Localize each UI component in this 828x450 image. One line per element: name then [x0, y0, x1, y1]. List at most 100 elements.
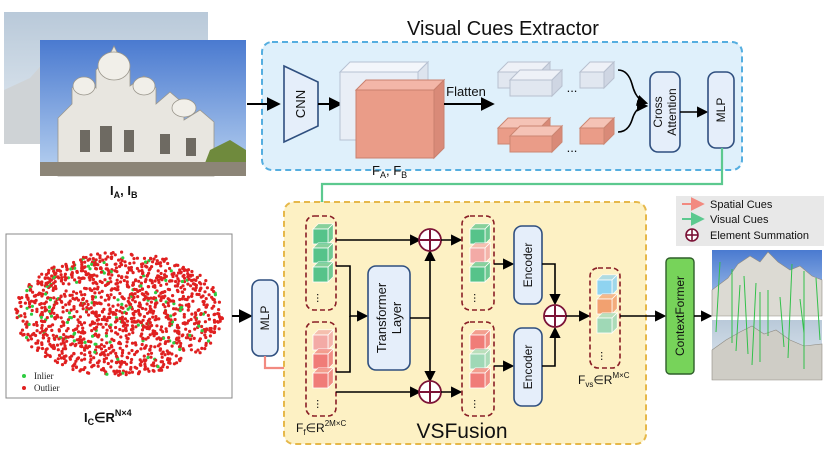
outlier-point	[91, 297, 95, 301]
inlier-point	[172, 341, 176, 345]
match-line	[787, 263, 793, 359]
outlier-point	[164, 315, 168, 319]
outlier-point	[113, 312, 117, 316]
outlier-point	[118, 346, 122, 350]
outlier-point	[40, 306, 44, 310]
outlier-point	[93, 321, 97, 325]
outlier-point	[201, 300, 205, 304]
outlier-point	[127, 371, 131, 375]
outlier-point	[155, 324, 159, 328]
outlier-point	[48, 354, 52, 359]
outlier-point	[89, 358, 93, 362]
inlier-point	[188, 333, 192, 337]
outlier-point	[95, 301, 99, 305]
outlier-point	[125, 344, 129, 348]
outlier-point	[113, 253, 117, 257]
outlier-point	[148, 321, 152, 325]
mlp-top-label: MLP	[714, 98, 728, 123]
outlier-point	[133, 352, 137, 357]
outlier-point	[139, 275, 143, 279]
outlier-point	[171, 294, 175, 298]
outlier-point	[149, 351, 154, 355]
outlier-point	[47, 268, 51, 272]
image-label-main-2: I	[127, 183, 131, 198]
outlier-point	[103, 278, 107, 282]
outlier-point	[52, 265, 56, 269]
outlier-point	[53, 280, 57, 284]
outlier-point	[120, 276, 124, 280]
outlier-point	[50, 274, 54, 278]
outlier-marker	[22, 386, 26, 390]
outlier-point	[203, 290, 207, 294]
red-ellipsis: ...	[567, 140, 578, 155]
outlier-point	[114, 308, 119, 312]
outlier-point	[125, 275, 129, 279]
outlier-point	[88, 360, 92, 364]
outlier-point	[140, 265, 144, 269]
outlier-point	[75, 310, 79, 314]
outlier-point	[53, 316, 58, 320]
outlier-point	[80, 263, 84, 267]
outlier-point	[86, 302, 90, 307]
outlier-point	[123, 260, 127, 264]
fvs-cube-3	[596, 311, 619, 334]
token-red-2	[508, 124, 564, 154]
outlier-point	[182, 268, 186, 273]
outlier-point	[127, 296, 131, 300]
outlier-point	[181, 284, 185, 288]
outlier-point	[105, 293, 110, 297]
outlier-point	[173, 329, 177, 333]
fused-bottom-group: ...	[461, 321, 495, 417]
outlier-point	[35, 323, 39, 327]
outlier-point	[137, 279, 141, 283]
outlier-point	[62, 333, 66, 337]
inlier-point	[39, 315, 44, 319]
outlier-point	[140, 328, 145, 332]
outlier-point	[48, 280, 52, 284]
outlier-point	[51, 333, 55, 337]
outlier-point	[157, 294, 161, 298]
outlier-point	[56, 315, 60, 319]
outlier-point	[35, 348, 40, 352]
outlier-point	[187, 302, 191, 306]
outlier-point	[124, 370, 128, 374]
outlier-point	[50, 328, 54, 332]
outlier-point	[124, 373, 128, 377]
outlier-point	[114, 331, 118, 335]
inlier-point	[86, 264, 90, 268]
outlier-point	[184, 336, 188, 340]
outlier-point	[109, 310, 113, 314]
outlier-point	[164, 269, 168, 273]
outlier-point	[37, 346, 41, 350]
outlier-point	[30, 308, 34, 313]
outlier-point	[25, 293, 29, 297]
outlier-point	[74, 342, 78, 347]
outlier-point	[76, 324, 80, 328]
outlier-point	[69, 343, 73, 347]
outlier-point	[141, 318, 145, 322]
outlier-point	[111, 304, 115, 308]
outlier-point	[131, 298, 135, 302]
outlier-point	[182, 312, 186, 317]
outlier-point	[61, 282, 65, 286]
encoder-bottom-to-sum	[542, 326, 561, 367]
outlier-point	[174, 337, 179, 341]
outlier-point	[41, 336, 45, 340]
outlier-point	[146, 336, 150, 340]
svg-text:Ff∈R2M×C: Ff∈R2M×C	[296, 419, 346, 437]
contextformer-block: ContextFormer	[665, 257, 695, 375]
outlier-point	[151, 311, 155, 315]
arrow-gray-to-cross-attention	[617, 69, 649, 106]
inlier-point	[139, 284, 143, 288]
outlier-point	[112, 369, 116, 373]
outlier-point	[76, 298, 81, 302]
outlier-point	[75, 291, 79, 295]
outlier-point	[90, 365, 94, 369]
ff-spatial-group: ...	[305, 321, 337, 417]
outlier-point	[51, 346, 56, 350]
outlier-point	[109, 351, 113, 355]
outlier-point	[196, 308, 200, 312]
outlier-point	[158, 347, 163, 351]
outlier-point	[175, 284, 179, 288]
outlier-point	[29, 288, 33, 292]
